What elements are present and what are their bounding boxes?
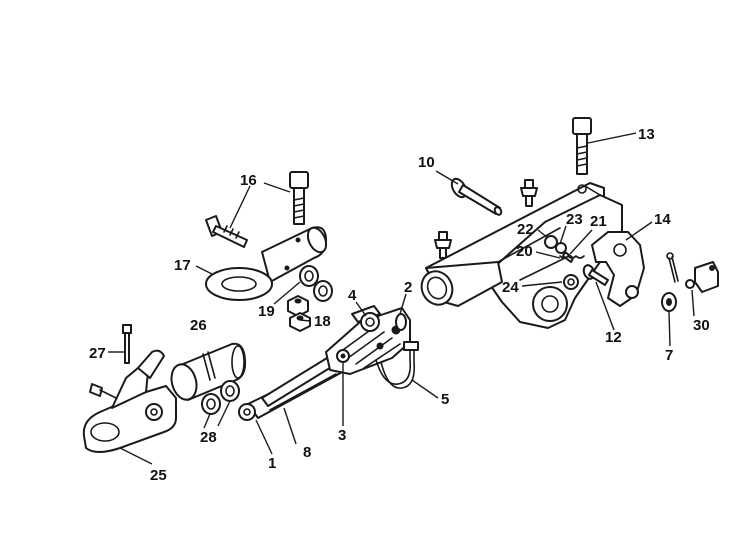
split-pin [666, 252, 679, 283]
part-4-gear [360, 312, 380, 332]
callout-30: 30 [693, 317, 710, 334]
part-5-cable [375, 341, 419, 389]
part-2-cap [395, 313, 407, 331]
part-18-nut-upper [313, 280, 333, 302]
callout-12: 12 [605, 329, 622, 346]
part-17-towing-eye [205, 226, 328, 301]
callout-28: 28 [200, 429, 217, 446]
part-28-nut-upper [220, 380, 240, 402]
part-22-nut [544, 235, 558, 249]
callout-20: 20 [516, 243, 533, 260]
callout-19: 19 [258, 303, 275, 320]
callout-labels: 1 2 3 4 5 7 8 10 12 13 14 16 17 18 19 20… [89, 126, 710, 484]
part-7-washer [661, 292, 677, 312]
callout-3: 3 [338, 427, 346, 444]
part-10-bolt [450, 177, 503, 216]
part-13-bolt [572, 117, 592, 175]
callout-25: 25 [150, 467, 167, 484]
callout-26: 26 [190, 317, 207, 334]
callout-27: 27 [89, 345, 106, 362]
part-28-nut-lower [201, 393, 221, 415]
callout-10: 10 [418, 154, 435, 171]
callout-13: 13 [638, 126, 655, 143]
callout-21: 21 [590, 213, 607, 230]
part-19-nut [299, 265, 319, 287]
part-24-nut [563, 274, 579, 290]
callout-17: 17 [174, 257, 191, 274]
callout-22: 22 [517, 221, 534, 238]
part-27-bolt [122, 324, 132, 364]
part-12-bolt [582, 264, 609, 286]
callout-4: 4 [348, 287, 357, 304]
callout-7: 7 [665, 347, 673, 364]
callout-8: 8 [303, 444, 311, 461]
callout-1: 1 [268, 455, 276, 472]
main-housing [420, 182, 623, 329]
part-30-clevis-pin [685, 261, 719, 293]
part-14-latch-plate [591, 231, 645, 307]
leader-lines [108, 132, 695, 465]
part-16-bolt-horizontal [205, 215, 248, 248]
callout-18: 18 [314, 313, 331, 330]
callout-5: 5 [441, 391, 449, 408]
callout-24: 24 [502, 279, 519, 296]
callout-23: 23 [566, 211, 583, 228]
part-25-coupling-head [82, 349, 177, 453]
grease-nipple-left [434, 231, 452, 259]
grease-nipple-top [520, 179, 538, 207]
part-26-sleeve [170, 342, 247, 401]
part-18-nut-lower [287, 295, 309, 317]
callout-14: 14 [654, 211, 671, 228]
part-1-ball-joint [238, 403, 256, 421]
part-18-nut-bottom [289, 312, 311, 332]
part-16-bolt-vertical [289, 171, 309, 225]
callout-2: 2 [404, 279, 412, 296]
callout-16: 16 [240, 172, 257, 189]
part-20-spring [559, 255, 585, 259]
